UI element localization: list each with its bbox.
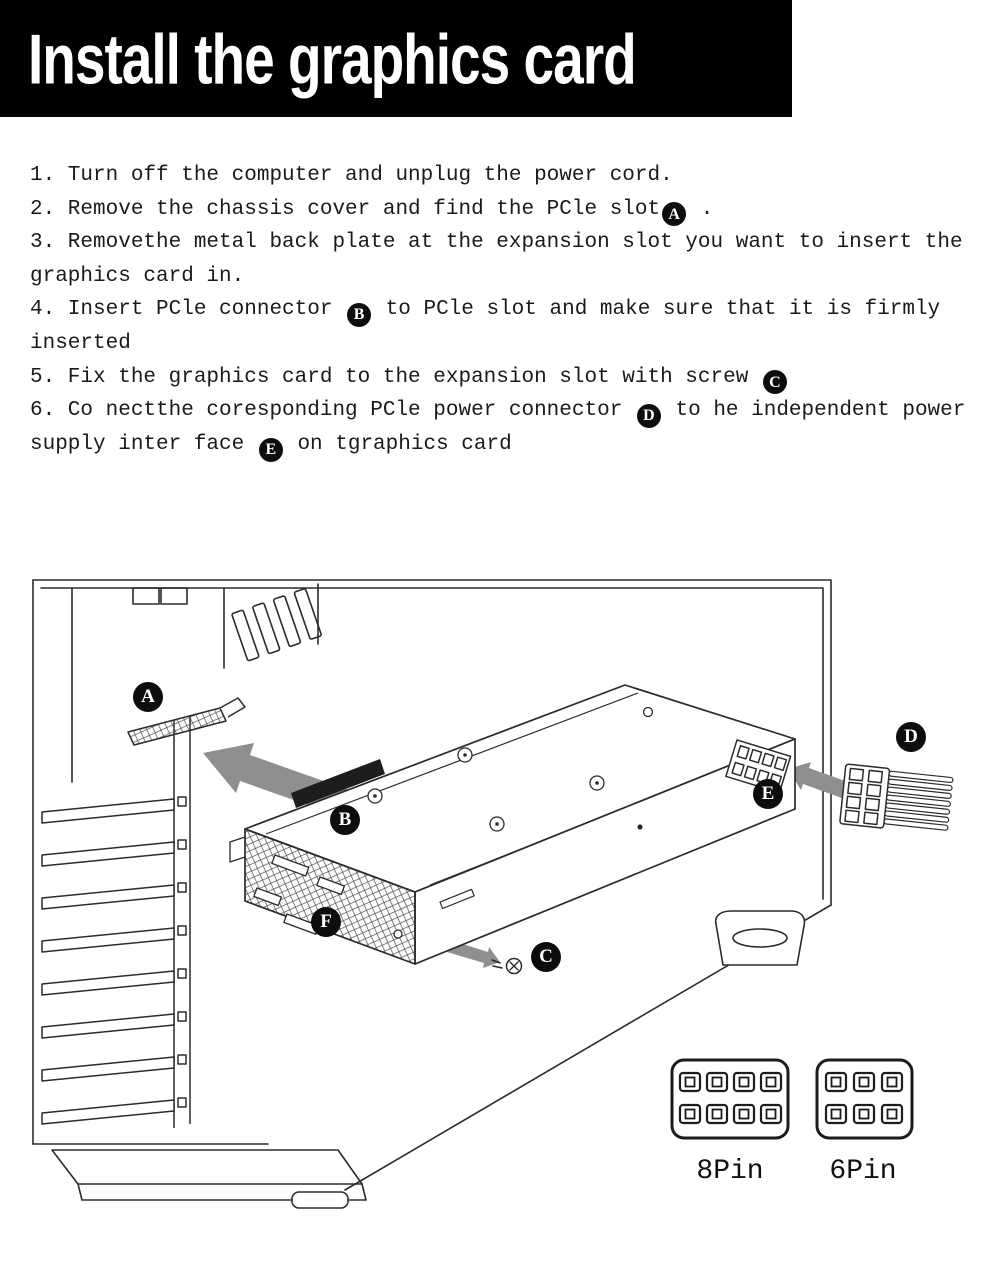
drive-cage <box>160 586 188 605</box>
display-port <box>271 854 310 877</box>
case-foot-right <box>714 909 806 966</box>
drive-cage <box>132 586 160 605</box>
instructions-list: 1. Turn off the computer and unplug the … <box>0 117 1000 462</box>
step-badge-c: C <box>762 370 787 395</box>
computer-case <box>32 578 832 1209</box>
case-foot-left <box>291 1190 349 1209</box>
display-port <box>253 887 283 906</box>
title-banner: Install the graphics card <box>0 0 792 117</box>
six-pin-connector-diagram <box>815 1058 914 1140</box>
instruction-step-6: 6. Co nectthe coresponding PCle power co… <box>30 394 975 462</box>
arrow-power-cable <box>788 761 859 802</box>
graphics-card <box>229 683 796 965</box>
step-badge-b: B <box>347 303 372 327</box>
expansion-slots <box>41 715 191 1128</box>
step-badge-a: A <box>662 202 687 227</box>
installation-diagram: 8Pin <box>0 572 1000 1262</box>
step-badge-d: D <box>636 404 661 428</box>
step-badge-e: E <box>258 437 283 462</box>
hdmi-port <box>316 876 346 895</box>
eight-pin-connector-diagram <box>670 1058 790 1140</box>
cable-pins <box>883 770 954 831</box>
io-bracket <box>229 827 416 965</box>
eight-pin-label: 8Pin <box>696 1156 763 1187</box>
screw <box>491 957 523 974</box>
instruction-step-3: 3. Removethe metal back plate at the exp… <box>30 231 963 288</box>
instruction-step-4: 4. Insert PCle connector B to PCle slot … <box>30 298 941 355</box>
motherboard-slots <box>231 587 322 662</box>
page-title: Install the graphics card <box>28 18 637 99</box>
pcie-connector <box>291 758 385 808</box>
instruction-step-1: 1. Turn off the computer and unplug the … <box>30 164 673 187</box>
pcie-slot-bracket <box>127 697 246 746</box>
bracket-hole <box>393 929 403 939</box>
chassis-illustration: 8Pin <box>32 578 954 1209</box>
case-base <box>51 1148 363 1185</box>
instruction-step-2: 2. Remove the chassis cover and find the… <box>30 193 975 227</box>
power-cable-connector <box>839 763 954 831</box>
six-pin-label: 6Pin <box>829 1156 896 1187</box>
instruction-step-5: 5. Fix the graphics card to the expansio… <box>30 361 975 395</box>
